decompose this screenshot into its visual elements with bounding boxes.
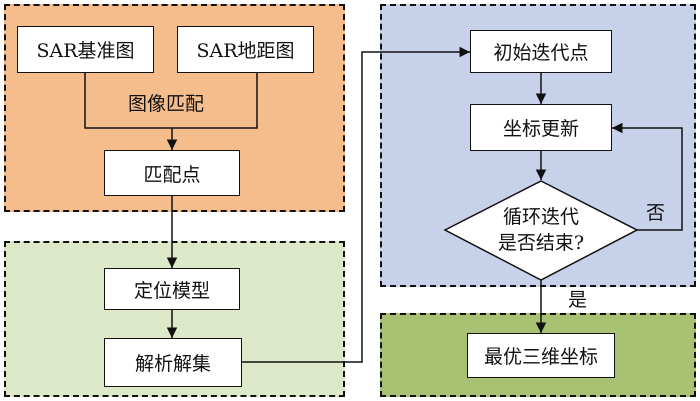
sar-ground-range-map-label: SAR地距图	[196, 40, 295, 62]
matching-points-label: 匹配点	[143, 163, 201, 186]
edge-decision-no-loop	[612, 122, 683, 231]
decision-diamond	[443, 180, 639, 281]
yes-label: 是	[568, 289, 588, 311]
initial-iteration-point-box: 初始迭代点	[470, 30, 612, 73]
image-matching-label: 图像匹配	[128, 93, 205, 115]
edge-sar-reference-merge	[84, 73, 172, 129]
optimal-3d-coordinates-label: 最优三维坐标	[483, 346, 598, 368]
analytic-solution-label: 解析解集	[134, 353, 211, 375]
loop-end-line1: 循环迭代	[502, 206, 579, 228]
coordinate-update-box: 坐标更新	[470, 104, 612, 151]
matching-points-box: 匹配点	[104, 150, 240, 196]
sar-reference-map-label: SAR基准图	[36, 40, 135, 62]
coordinate-update-label: 坐标更新	[502, 118, 579, 140]
initial-iteration-point-label: 初始迭代点	[493, 42, 589, 64]
edge-sar-ground-merge	[172, 73, 258, 129]
sar-ground-range-map-box: SAR地距图	[177, 26, 314, 73]
analytic-solution-box: 解析解集	[104, 338, 242, 387]
no-label: 否	[646, 202, 666, 224]
edge-solution-to-initial	[242, 46, 470, 363]
positioning-model-label: 定位模型	[133, 279, 210, 302]
sar-reference-map-box: SAR基准图	[17, 26, 154, 73]
optimal-3d-coordinates-box: 最优三维坐标	[467, 333, 615, 378]
loop-end-question: 循环迭代 是否结束?	[471, 204, 611, 256]
positioning-model-box: 定位模型	[104, 268, 240, 310]
loop-end-line2: 是否结束?	[497, 232, 585, 254]
